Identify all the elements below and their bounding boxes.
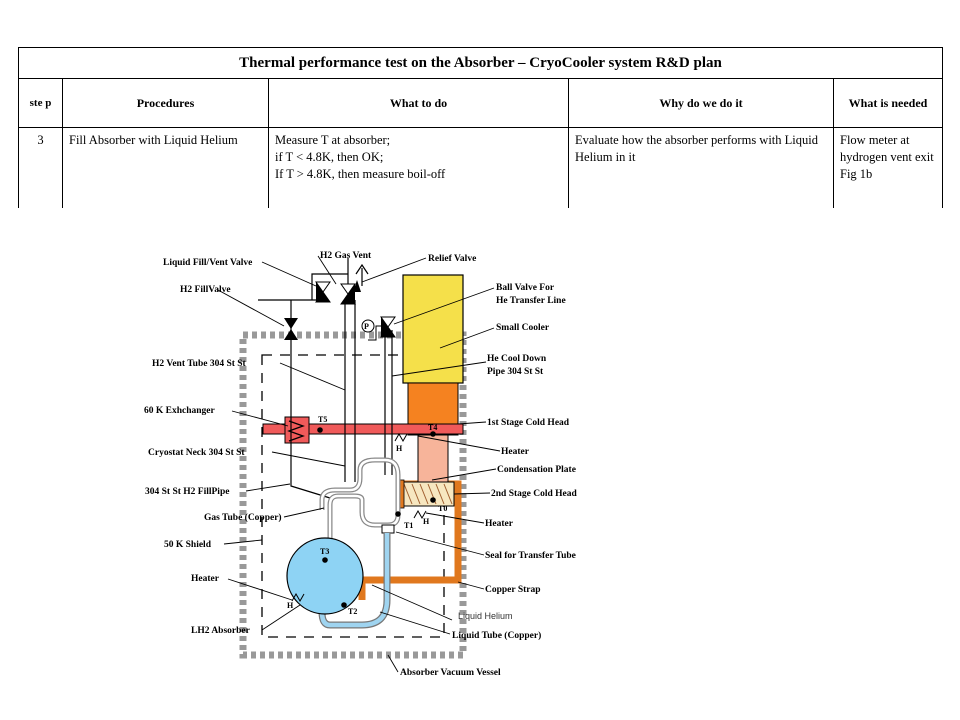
gauge-link — [368, 325, 385, 341]
he-cool-down-pipe — [384, 330, 393, 475]
header-step: ste p — [18, 78, 63, 128]
pressure-gauge-icon — [361, 319, 375, 333]
label-vacuum-vessel: Absorber Vacuum Vessel — [400, 668, 501, 678]
label-h2-fill-valve: H2 FillValve — [180, 285, 231, 295]
label-condensation-plate: Condensation Plate — [497, 465, 576, 475]
heater-mark-1: H — [396, 444, 403, 453]
sensor-t4: T4 — [428, 423, 437, 432]
label-liquid-helium: Liquid Helium — [458, 611, 513, 621]
what-line: if T < 4.8K, then OK; — [275, 150, 384, 164]
fill-vent-link — [311, 273, 348, 300]
label-cryostat-neck: Cryostat Neck 304 St St — [148, 448, 245, 458]
table-title-row: Thermal performance test on the Absorber… — [17, 47, 944, 79]
liquid-tube-shape — [319, 533, 390, 628]
header-needed: What is needed — [832, 78, 944, 128]
cell-what-to-do: Measure T at absorber; if T < 4.8K, then… — [268, 127, 569, 208]
table-header-row: ste p Procedures What to do Why do we do… — [18, 78, 944, 128]
label-gas-tube: Gas Tube (Copper) — [204, 512, 282, 523]
condensation-plate-shape — [401, 481, 455, 507]
sensor-t2-dot — [341, 602, 347, 608]
relief-valve-icon — [340, 283, 356, 305]
condensation-plate-hatch — [403, 483, 453, 505]
heater-mark-3: H — [287, 601, 294, 610]
sensor-p: P — [364, 322, 369, 331]
header-what-to-do: What to do — [268, 78, 569, 128]
label-liquid-fill-vent-valve: Liquid Fill/Vent Valve — [163, 258, 252, 268]
label-heater-1: Heater — [501, 447, 530, 457]
cell-why: Evaluate how the absorber performs with … — [568, 127, 834, 208]
label-50k-shield: 50 K Shield — [164, 540, 212, 550]
heater-zigzag-icon — [394, 432, 408, 443]
sensor-t0-dot — [430, 497, 436, 503]
label-he-cool-down-2: Pipe 304 St St — [487, 367, 544, 377]
sensor-t0: T0 — [438, 504, 447, 513]
table-title: Thermal performance test on the Absorber… — [17, 47, 944, 79]
h2-fill-pipe — [258, 299, 331, 499]
lh2-absorber-shape — [286, 537, 364, 615]
label-h2-vent-tube: H2 Vent Tube 304 St St — [152, 359, 247, 369]
table-row: 3 Fill Absorber with Liquid Helium Measu… — [18, 127, 944, 208]
label-ball-valve-1: Ball Valve For — [496, 283, 555, 293]
cell-step: 3 — [18, 127, 63, 208]
gas-tube-inner — [320, 458, 400, 545]
label-heater-3: Heater — [191, 574, 220, 584]
sensor-t5-dot — [317, 427, 323, 433]
sensor-t4-dot — [430, 431, 436, 437]
heater-mark-2: H — [423, 517, 430, 526]
leader-lines — [217, 255, 501, 673]
exchanger-coil-icon — [287, 420, 305, 442]
exchanger-60k-shape — [284, 416, 310, 444]
sensor-t1: T1 — [404, 521, 413, 530]
h2-vent-tube — [344, 300, 356, 482]
small-cooler-shape — [402, 274, 464, 384]
label-lh2-absorber: LH2 Absorber — [191, 626, 251, 636]
sensor-t3: T3 — [320, 547, 329, 556]
what-line: If T > 4.8K, then measure boil-off — [275, 167, 446, 181]
sensor-t1-dot — [395, 511, 401, 517]
label-first-stage-cold-head: 1st Stage Cold Head — [487, 418, 570, 428]
sensor-t2: T2 — [348, 607, 357, 616]
transfer-tube-seal — [381, 524, 395, 534]
label-h2-gas-vent: H2 Gas Vent — [320, 251, 372, 261]
h2-fill-valve-icon — [284, 318, 298, 340]
label-he-cool-down-1: He Cool Down — [487, 354, 547, 364]
sensor-t3-dot — [322, 557, 328, 563]
label-60k-exchanger: 60 K Exhchanger — [144, 406, 216, 416]
shield-50k-outline — [261, 354, 445, 638]
sensor-t5: T5 — [318, 415, 327, 424]
label-small-cooler: Small Cooler — [496, 323, 550, 333]
heater-zigzag-icon — [291, 592, 305, 603]
label-relief-valve: Relief Valve — [428, 254, 476, 264]
label-copper-strap: Copper Strap — [485, 585, 541, 595]
label-second-stage-cold-head: 2nd Stage Cold Head — [491, 489, 577, 499]
exchanger-bar — [262, 423, 464, 435]
heater-zigzag-icon — [413, 509, 427, 520]
label-seal-transfer-tube: Seal for Transfer Tube — [485, 551, 576, 561]
plan-table: Thermal performance test on the Absorber… — [17, 47, 944, 208]
what-line: Measure T at absorber; — [275, 133, 391, 147]
liquid-fill-vent-valve-icon — [315, 281, 331, 303]
label-h2-fill-pipe: 304 St St H2 FillPipe — [145, 487, 229, 497]
vent-arrow-icon — [355, 263, 369, 286]
cell-needed: Flow meter at hydrogen vent exit Fig 1b — [832, 127, 944, 208]
second-stage-cold-head-shape — [417, 434, 449, 486]
label-liquid-tube: Liquid Tube (Copper) — [452, 630, 541, 641]
relief-arrow-icon — [353, 280, 361, 292]
vacuum-vessel-wall — [239, 331, 467, 659]
ball-valve-icon — [380, 316, 396, 338]
label-heater-2: Heater — [485, 519, 514, 529]
label-ball-valve-2: He Transfer Line — [496, 296, 566, 306]
